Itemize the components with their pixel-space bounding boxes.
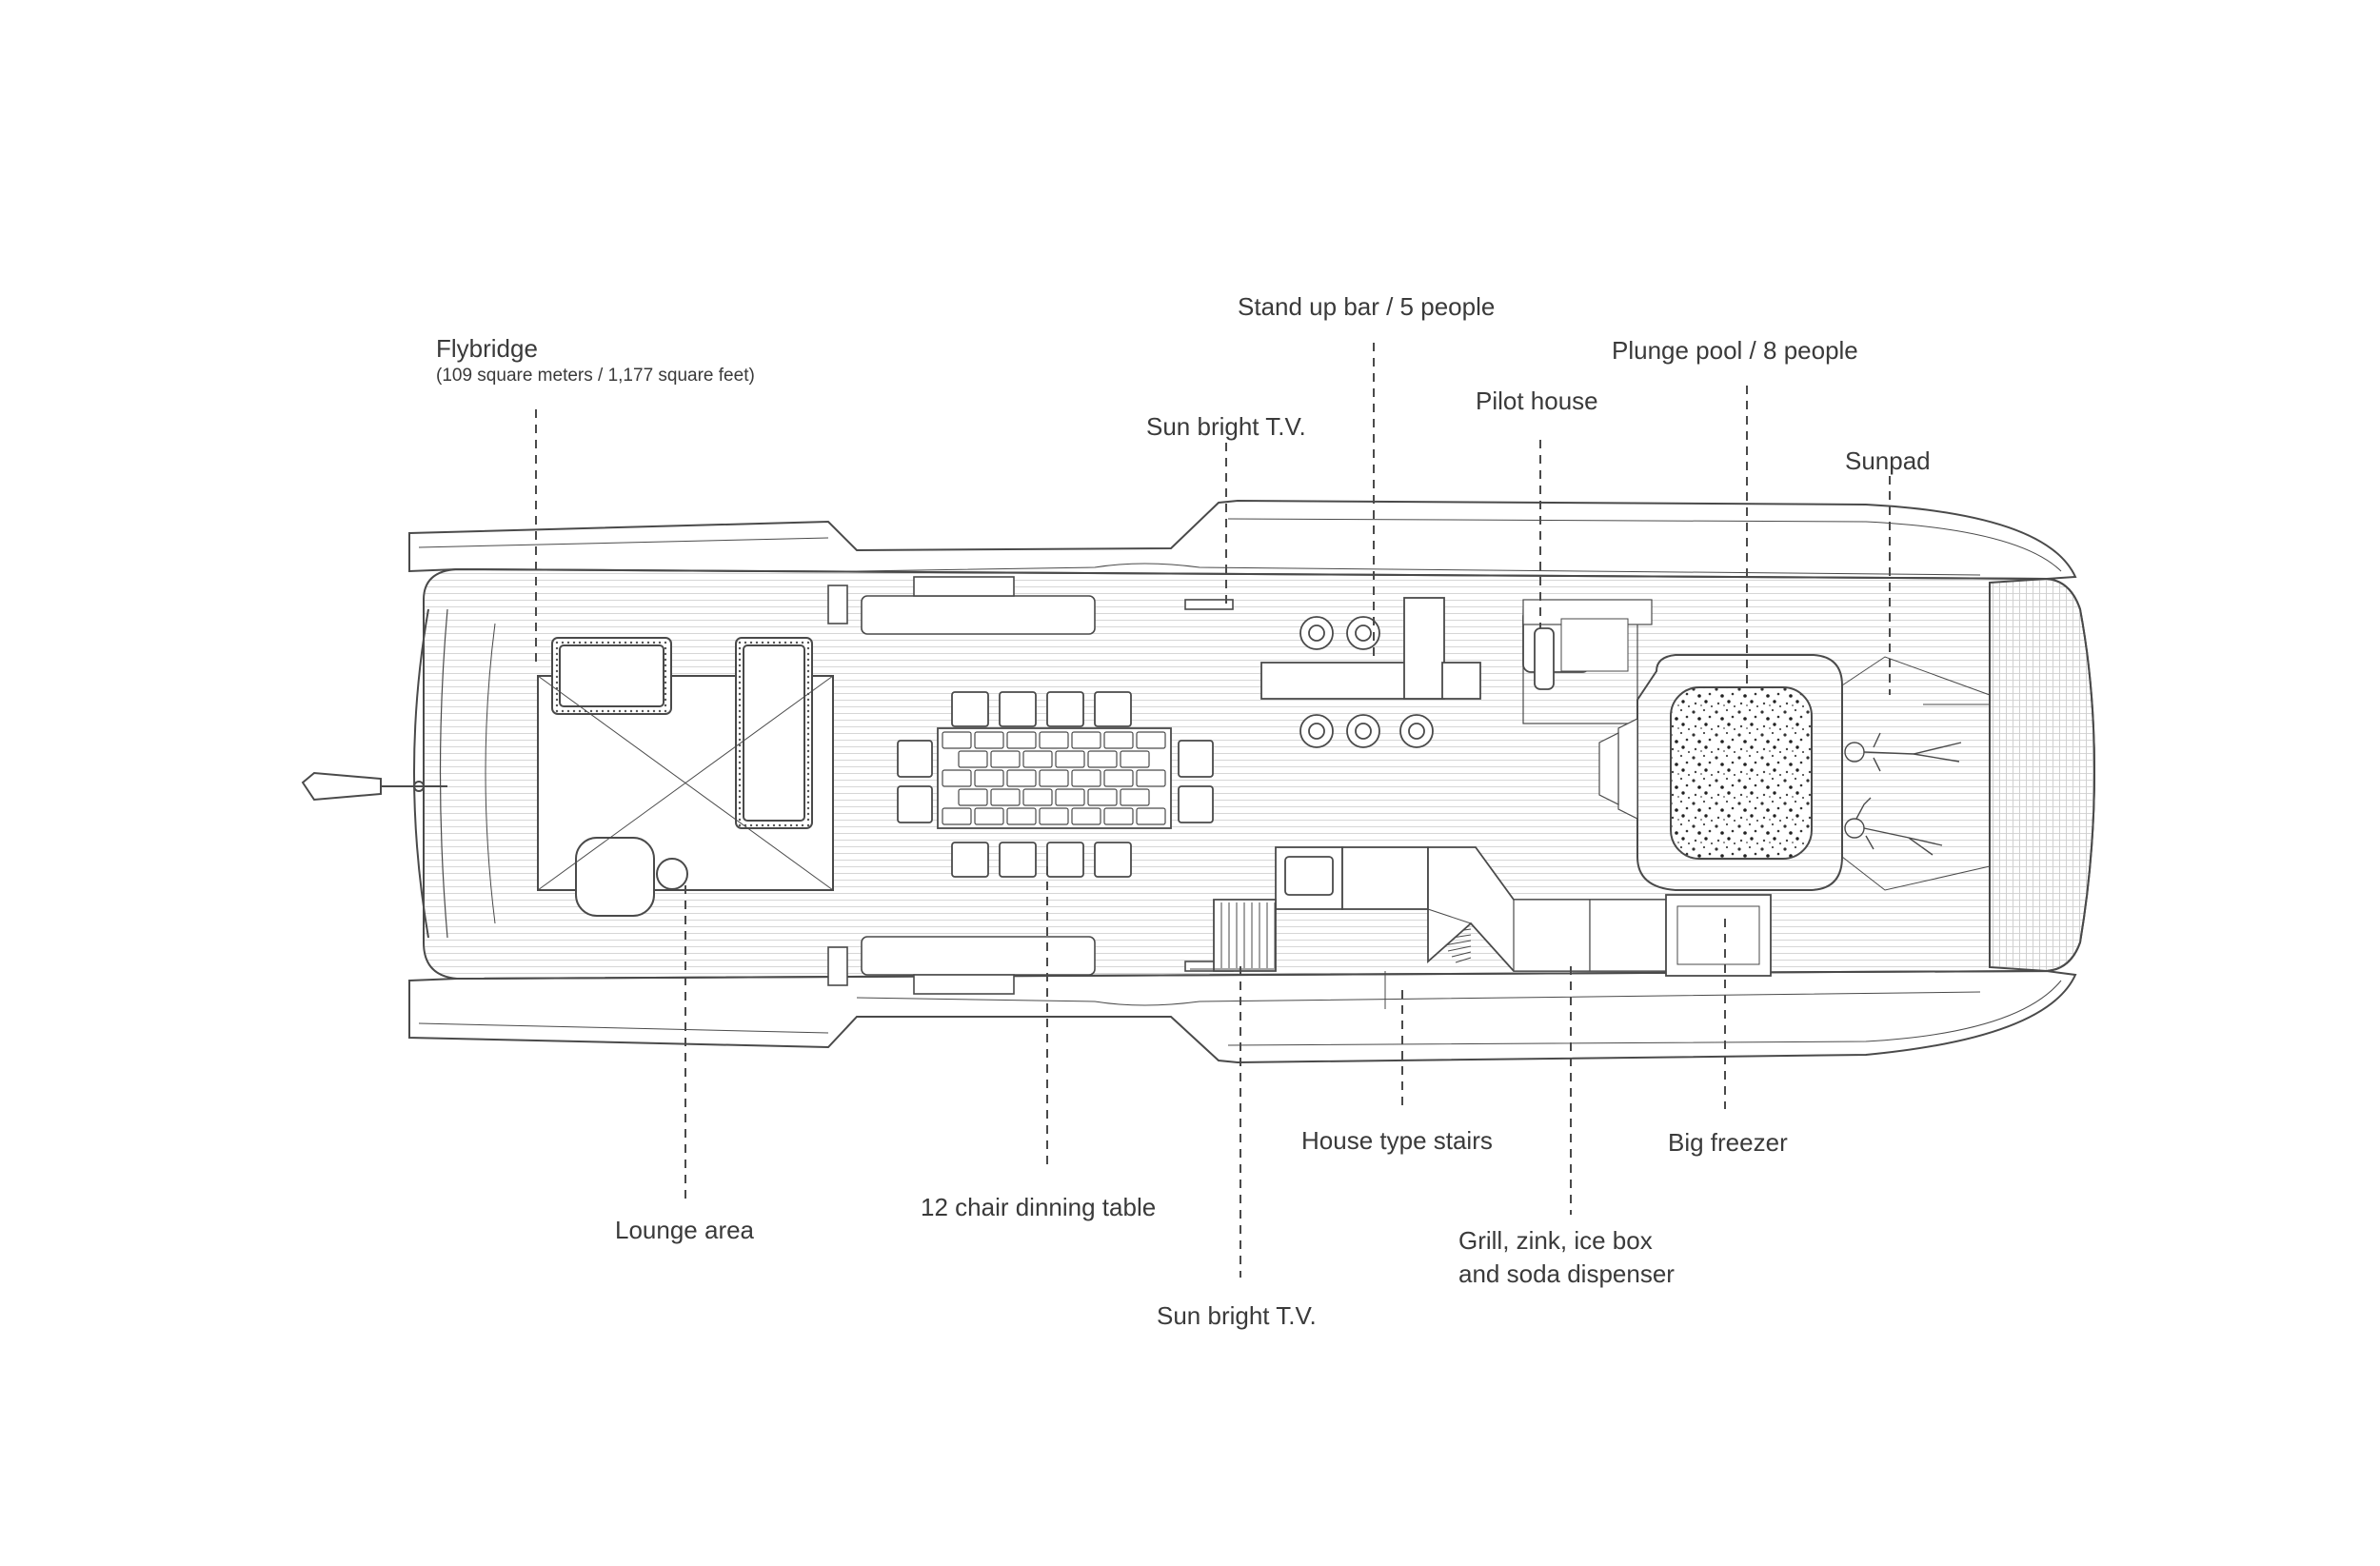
label-sun-tv-bottom: Sun bright T.V. [1157,1301,1317,1330]
table-tile [990,750,1021,768]
sunbather-figures [1844,732,1962,856]
stair-tread [1451,951,1472,958]
table-tile [1006,731,1037,749]
table-tile [974,731,1004,749]
table-tile [1087,750,1118,768]
label-pilot-house: Pilot house [1476,387,1598,415]
table-tile [1055,750,1085,768]
table-tile [942,769,972,787]
table-tile [1136,731,1166,749]
table-tile [990,788,1021,806]
label-sun-tv-top: Sun bright T.V. [1146,412,1306,441]
dining-chair [897,785,933,823]
bar-stool-seat [1355,624,1372,642]
table-tile [1103,769,1134,787]
label-flybridge-title: Flybridge [436,334,538,363]
lower-bulwark [408,969,2077,1064]
bar-area [1260,597,1653,748]
table-tile [942,807,972,825]
table-tile [1103,731,1134,749]
dining-chair [1178,740,1214,778]
table-tile [1071,769,1101,787]
table-tile [958,750,988,768]
table-tile [1022,750,1053,768]
dining-chair [951,691,989,727]
table-tile [1039,731,1069,749]
label-plunge-pool: Plunge pool / 8 people [1612,336,1858,365]
table-tile [1006,807,1037,825]
label-freezer: Big freezer [1668,1128,1788,1157]
dining-chair [1094,842,1132,878]
label-flybridge-area: (109 square meters / 1,177 square feet) [436,365,755,386]
table-tile [1120,750,1150,768]
table-tile [942,731,972,749]
table-tile [1006,769,1037,787]
table-tile [1087,788,1118,806]
dining-chair [1046,842,1084,878]
stern-deck [1989,577,2096,973]
table-tile [1136,807,1166,825]
dining-chair [1178,785,1214,823]
plunge-pool [1598,654,1991,891]
stair-tread [1447,945,1472,952]
table-tile [974,769,1004,787]
stairs-galley [1190,846,1772,1009]
dining-chair [999,842,1037,878]
table-tile [1039,769,1069,787]
label-sunpad: Sunpad [1845,446,1931,475]
hull [301,499,2096,1064]
bowsprit [301,771,382,802]
stair-tread [1455,957,1472,963]
bar-stool-seat [1308,723,1325,740]
table-tile [1136,769,1166,787]
table-tile [1071,807,1101,825]
dining-chair [951,842,989,878]
table-tile [958,788,988,806]
bar-stool-seat [1408,723,1425,740]
bar-stool-seat [1308,624,1325,642]
upper-bulwark [408,499,2077,581]
label-flybridge: Flybridge (109 square meters / 1,177 squ… [436,333,755,387]
dining-chair [1094,691,1132,727]
label-grill-line1: Grill, zink, ice box [1458,1226,1653,1255]
side-benches [827,576,1234,995]
table-tile [1103,807,1134,825]
table-tile [1022,788,1053,806]
table-tile [1039,807,1069,825]
table-tile [974,807,1004,825]
label-grill: Grill, zink, ice box and soda dispenser [1458,1224,1675,1290]
dining-chair [1046,691,1084,727]
leader-lines [535,343,1891,1278]
label-grill-line2: and soda dispenser [1458,1259,1675,1288]
stair-tread [1443,940,1472,946]
lounge-furniture [537,637,834,917]
label-dining: 12 chair dinning table [921,1193,1157,1221]
dining-chair [897,740,933,778]
dining-chair [999,691,1037,727]
table-tile [1055,788,1085,806]
bar-stool-seat [1355,723,1372,740]
label-stand-up-bar: Stand up bar / 5 people [1238,292,1496,321]
label-lounge: Lounge area [615,1216,755,1244]
label-stairs: House type stairs [1301,1126,1493,1155]
dining-table [897,691,1214,878]
table-tile [1120,788,1150,806]
table-tile [1071,731,1101,749]
